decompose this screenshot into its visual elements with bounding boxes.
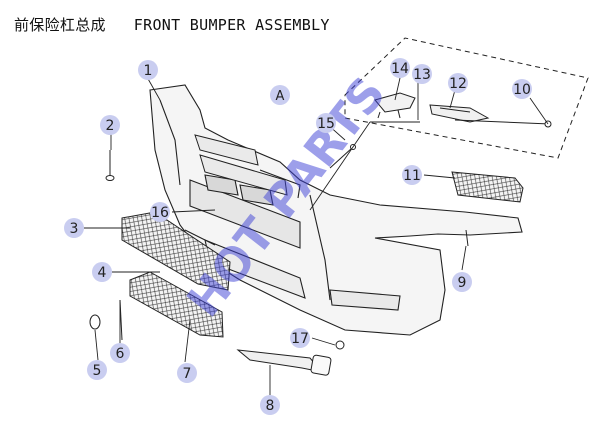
callout-number: 5 <box>93 363 102 379</box>
main-grille-part <box>0 0 10 10</box>
callout-number: 2 <box>106 118 115 134</box>
callout-14: 14 <box>390 58 410 78</box>
svg-text:A: A <box>276 89 285 104</box>
callout-9: 9 <box>452 272 472 292</box>
retainer-bracket-part <box>429 104 490 123</box>
callout-badge <box>177 363 197 383</box>
callout-number: 10 <box>513 82 531 98</box>
callout-number: 3 <box>70 221 79 237</box>
callout-number: 8 <box>266 398 275 414</box>
screw-part-2 <box>105 150 115 181</box>
callout-badge <box>64 218 84 238</box>
callout-7: 7 <box>177 363 197 383</box>
tow-hook-cover-part <box>236 349 324 373</box>
callout-badge <box>448 73 468 93</box>
callout-number: 14 <box>391 61 409 77</box>
callout-number: 1 <box>144 63 153 79</box>
callout-badge <box>92 262 112 282</box>
callout-number: 15 <box>317 116 335 132</box>
callout-badge <box>452 272 472 292</box>
callout-number: 13 <box>413 67 431 83</box>
clip-part-17 <box>335 340 345 350</box>
callout-number: 9 <box>458 275 467 291</box>
callout-badge <box>412 64 432 84</box>
callout-13: 13 <box>412 64 432 84</box>
callout-badge <box>260 395 280 415</box>
callout-5: 5 <box>87 360 107 380</box>
side-bracket-part <box>374 92 416 119</box>
callout-number: 7 <box>183 366 192 382</box>
callout-number: 12 <box>449 76 467 92</box>
leader-lines <box>84 76 549 395</box>
callout-badge <box>512 79 532 99</box>
long-bolt-part <box>454 119 552 128</box>
clip-part-5 <box>89 314 101 330</box>
callout-2: 2 <box>100 115 120 135</box>
callout-badge <box>150 202 170 222</box>
callout-number: 11 <box>403 168 421 184</box>
callout-6: 6 <box>110 343 130 363</box>
callout-badge <box>87 360 107 380</box>
callout-number: 4 <box>98 265 107 281</box>
detail-view-box <box>344 37 589 159</box>
callout-16: 16 <box>150 202 170 222</box>
view-marker-a: A <box>270 85 290 105</box>
callout-10: 10 <box>512 79 532 99</box>
callout-8: 8 <box>260 395 280 415</box>
upper-intake-part <box>194 134 288 196</box>
callout-11: 11 <box>402 165 422 185</box>
callout-15: 15 <box>316 113 336 133</box>
callout-badge <box>100 115 120 135</box>
callout-badge <box>290 328 310 348</box>
callout-badge <box>110 343 130 363</box>
callout-badge <box>390 58 410 78</box>
callout-badge <box>402 165 422 185</box>
fog-grille-part-11 <box>451 171 524 203</box>
page-title: 前保险杠总成 FRONT BUMPER ASSEMBLY <box>14 16 330 34</box>
callout-12: 12 <box>448 73 468 93</box>
callout-badge <box>138 60 158 80</box>
callout-3: 3 <box>64 218 84 238</box>
callout-number: 16 <box>151 205 169 221</box>
callout-17: 17 <box>290 328 310 348</box>
callout-4: 4 <box>92 262 112 282</box>
callout-number: 6 <box>116 346 125 362</box>
callout-number: 17 <box>291 331 309 347</box>
pin-part-9 <box>465 229 469 247</box>
callout-badge <box>316 113 336 133</box>
callout-1: 1 <box>138 60 158 80</box>
